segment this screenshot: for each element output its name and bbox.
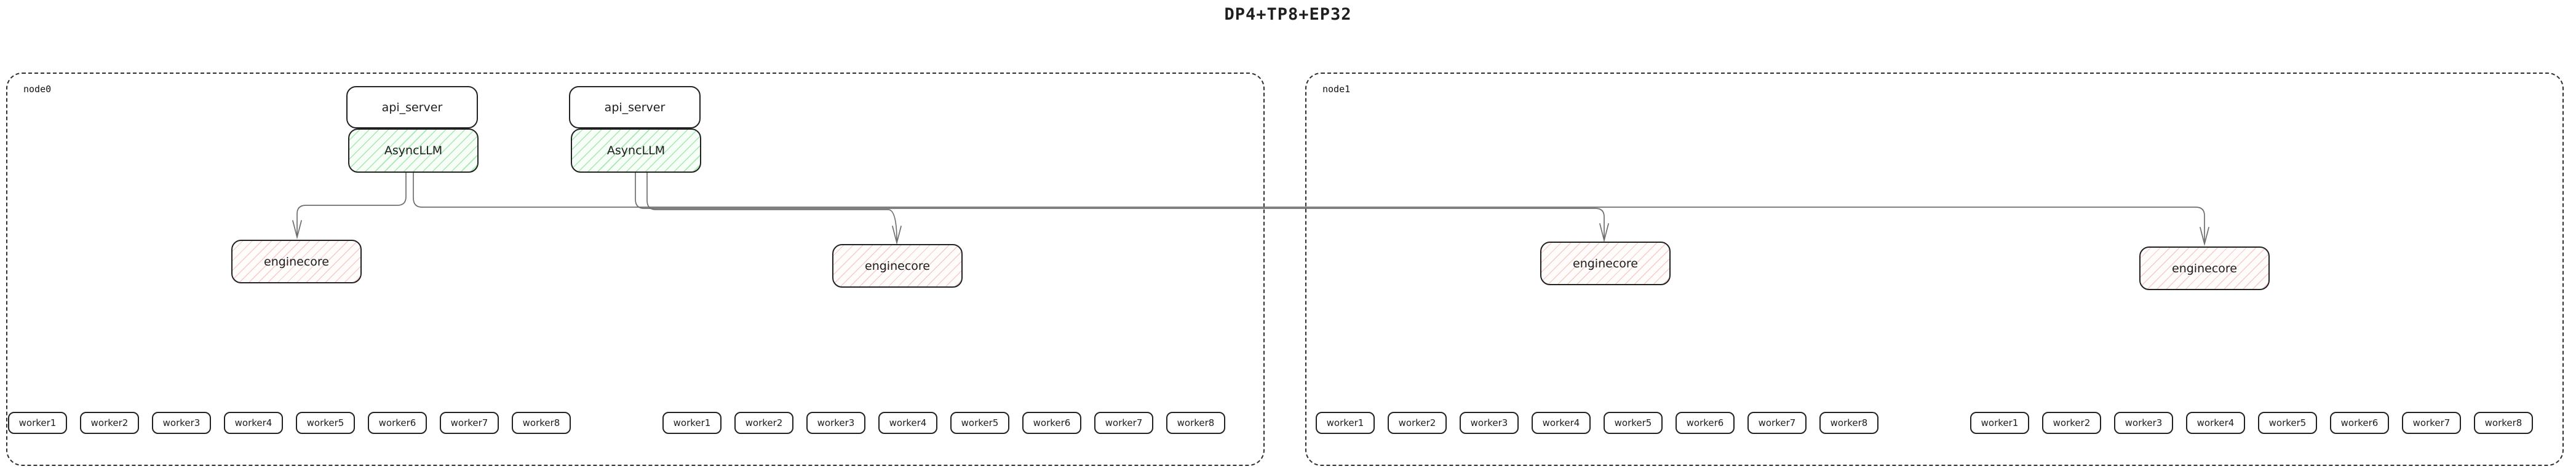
api-server-1-box: api_server: [346, 86, 478, 128]
worker-label: worker8: [2484, 417, 2522, 428]
worker-label: worker2: [90, 417, 129, 428]
worker-label: worker6: [1686, 417, 1724, 428]
enginecore-3-label: enginecore: [1573, 256, 1638, 270]
enginecore-4-box: enginecore: [2139, 246, 2270, 290]
worker-box: worker1: [662, 412, 722, 434]
worker-box: worker4: [1532, 412, 1591, 434]
worker-label: worker5: [2268, 417, 2307, 428]
worker-box: worker7: [1747, 412, 1807, 434]
worker-box: worker6: [1022, 412, 1081, 434]
worker-label: worker3: [817, 417, 855, 428]
worker-group-3: worker1 worker2 worker3 worker4 worker5 …: [1316, 412, 1878, 434]
worker-label: worker8: [1830, 417, 1868, 428]
worker-box: worker5: [2258, 412, 2317, 434]
asyncllm-1-box: AsyncLLM: [348, 128, 479, 173]
worker-label: worker4: [1542, 417, 1580, 428]
enginecore-3-box: enginecore: [1540, 242, 1671, 285]
worker-box: worker7: [2402, 412, 2461, 434]
api-server-2-label: api_server: [604, 100, 666, 114]
worker-label: worker1: [18, 417, 57, 428]
worker-box: worker3: [152, 412, 211, 434]
worker-box: worker1: [1316, 412, 1375, 434]
enginecore-2-label: enginecore: [865, 259, 930, 273]
worker-box: worker3: [1460, 412, 1519, 434]
asyncllm-2-label: AsyncLLM: [606, 144, 666, 157]
worker-box: worker1: [1970, 412, 2029, 434]
worker-label: worker3: [1470, 417, 1508, 428]
worker-box: worker3: [806, 412, 865, 434]
worker-label: worker8: [522, 417, 560, 428]
worker-label: worker4: [2196, 417, 2235, 428]
worker-label: worker5: [1614, 417, 1652, 428]
worker-label: worker2: [1398, 417, 1436, 428]
worker-box: worker7: [1094, 412, 1153, 434]
worker-box: worker8: [2474, 412, 2533, 434]
worker-box: worker7: [440, 412, 499, 434]
worker-box: worker6: [1676, 412, 1735, 434]
worker-label: worker1: [1981, 417, 2019, 428]
diagram-title: DP4+TP8+EP32: [1224, 5, 1352, 24]
worker-box: worker8: [1166, 412, 1225, 434]
worker-label: worker4: [889, 417, 927, 428]
worker-box: worker4: [878, 412, 937, 434]
worker-label: worker7: [450, 417, 488, 428]
api-server-2-box: api_server: [569, 86, 701, 128]
api-server-1-label: api_server: [381, 100, 443, 114]
worker-label: worker7: [2412, 417, 2451, 428]
node1-container: node1: [1305, 73, 2564, 466]
worker-box: worker2: [80, 412, 139, 434]
worker-box: worker5: [296, 412, 355, 434]
worker-label: worker6: [2340, 417, 2379, 428]
worker-box: worker6: [368, 412, 427, 434]
worker-box: worker4: [224, 412, 283, 434]
worker-label: worker3: [2125, 417, 2163, 428]
worker-label: worker5: [306, 417, 344, 428]
enginecore-1-label: enginecore: [264, 254, 329, 269]
worker-box: worker2: [734, 412, 793, 434]
worker-box: worker8: [1819, 412, 1878, 434]
worker-box: worker8: [512, 412, 571, 434]
worker-label: worker8: [1177, 417, 1215, 428]
worker-box: worker3: [2114, 412, 2173, 434]
worker-label: worker1: [673, 417, 711, 428]
enginecore-4-label: enginecore: [2172, 261, 2237, 275]
worker-box: worker6: [2330, 412, 2389, 434]
worker-group-1: worker1 worker2 worker3 worker4 worker5 …: [8, 412, 571, 434]
enginecore-2-box: enginecore: [832, 244, 963, 288]
node1-label: node1: [1322, 84, 1351, 95]
worker-label: worker7: [1105, 417, 1143, 428]
worker-box: worker4: [2186, 412, 2245, 434]
worker-label: worker1: [1326, 417, 1364, 428]
asyncllm-1-label: AsyncLLM: [384, 144, 443, 157]
worker-label: worker6: [378, 417, 416, 428]
worker-label: worker2: [2053, 417, 2091, 428]
worker-box: worker2: [1388, 412, 1447, 434]
worker-label: worker4: [234, 417, 272, 428]
worker-label: worker3: [162, 417, 201, 428]
worker-box: worker5: [950, 412, 1009, 434]
enginecore-1-box: enginecore: [231, 240, 362, 283]
worker-label: worker5: [961, 417, 999, 428]
worker-box: worker5: [1604, 412, 1663, 434]
node0-label: node0: [23, 84, 52, 95]
worker-box: worker2: [2042, 412, 2101, 434]
worker-label: worker7: [1758, 417, 1796, 428]
node0-container: node0: [6, 73, 1265, 466]
asyncllm-2-box: AsyncLLM: [571, 128, 701, 173]
worker-group-2: worker1 worker2 worker3 worker4 worker5 …: [662, 412, 1225, 434]
worker-box: worker1: [8, 412, 67, 434]
worker-group-4: worker1 worker2 worker3 worker4 worker5 …: [1970, 412, 2533, 434]
worker-label: worker6: [1033, 417, 1071, 428]
worker-label: worker2: [745, 417, 783, 428]
